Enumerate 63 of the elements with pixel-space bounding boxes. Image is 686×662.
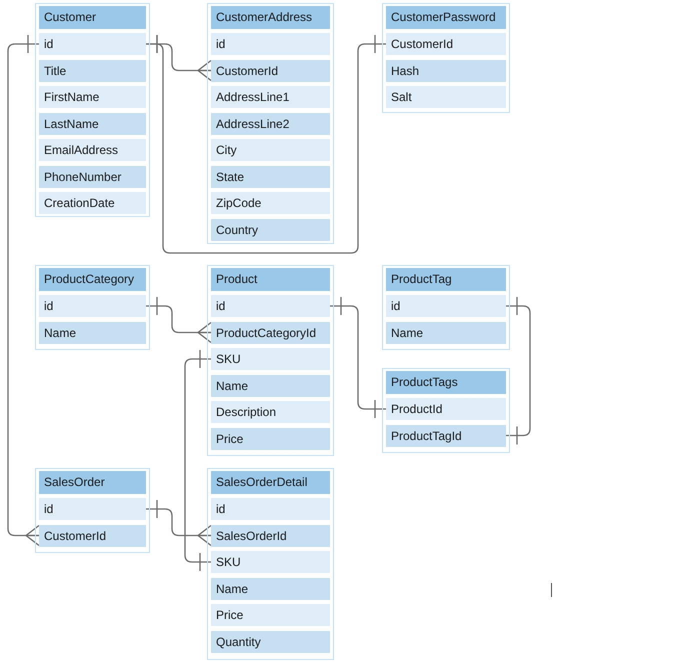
field-row: Hash: [386, 60, 506, 82]
entity-table: [35, 265, 150, 350]
field-row: SalesOrderId: [211, 524, 330, 546]
field-row: EmailAddress: [39, 139, 146, 161]
table-header: ProductCategory: [39, 268, 146, 291]
relationship-line: [146, 499, 212, 546]
field-row: Quantity: [211, 630, 330, 652]
entity-table: [382, 368, 510, 453]
relationship-line: [330, 296, 386, 419]
table-header: SalesOrderDetail: [211, 471, 330, 494]
field-row: Salt: [386, 86, 506, 108]
field-row: CustomerId: [386, 33, 506, 55]
field-row: ZipCode: [211, 192, 330, 214]
field-row: Description: [211, 401, 330, 423]
field-row: Title: [39, 60, 146, 82]
table-header: CustomerPassword: [386, 6, 506, 29]
field-row: id: [211, 498, 330, 520]
field-row: id: [211, 33, 330, 55]
field-row: SKU: [211, 551, 330, 573]
field-row: State: [211, 166, 330, 188]
field-row: LastName: [39, 112, 146, 134]
entity-table: [35, 3, 150, 217]
field-row: PhoneNumber: [39, 166, 146, 188]
table-header: ProductTags: [386, 371, 506, 394]
field-row: FirstName: [39, 86, 146, 108]
relationship-line: [7, 34, 40, 546]
field-row: id: [39, 295, 146, 317]
field-row: Name: [386, 322, 506, 344]
field-row: CustomerId: [211, 60, 330, 82]
field-row: id: [39, 498, 146, 520]
field-row: SKU: [211, 348, 330, 370]
relationship-line: [184, 349, 211, 572]
field-row: Country: [211, 218, 330, 240]
relationship-line: [146, 296, 212, 344]
field-row: id: [386, 295, 506, 317]
table-header: SalesOrder: [39, 471, 146, 494]
field-row: Price: [211, 428, 330, 450]
field-row: Price: [211, 604, 330, 626]
field-row: id: [39, 33, 146, 55]
entity-table: [207, 468, 334, 660]
relationship-line: [506, 296, 531, 446]
field-row: ProductTagId: [386, 424, 506, 446]
field-row: CustomerId: [39, 524, 146, 546]
field-row: ProductCategoryId: [211, 322, 330, 344]
entity-table: [35, 468, 150, 553]
table-header: ProductTag: [386, 268, 506, 291]
relationship-line: [146, 34, 386, 254]
field-row: CreationDate: [39, 192, 146, 214]
entity-table: [382, 265, 510, 350]
entity-table: [382, 3, 510, 113]
field-row: Name: [211, 578, 330, 600]
field-row: City: [211, 139, 330, 161]
field-row: AddressLine1: [211, 86, 330, 108]
field-row: Name: [211, 374, 330, 396]
field-row: Name: [39, 322, 146, 344]
table-header: Customer: [39, 6, 146, 29]
field-row: id: [211, 295, 330, 317]
table-header: Product: [211, 268, 330, 291]
field-row: ProductId: [386, 398, 506, 420]
entity-table: [207, 265, 334, 456]
table-header: CustomerAddress: [211, 6, 330, 29]
entity-table: [207, 3, 334, 244]
field-row: AddressLine2: [211, 112, 330, 134]
